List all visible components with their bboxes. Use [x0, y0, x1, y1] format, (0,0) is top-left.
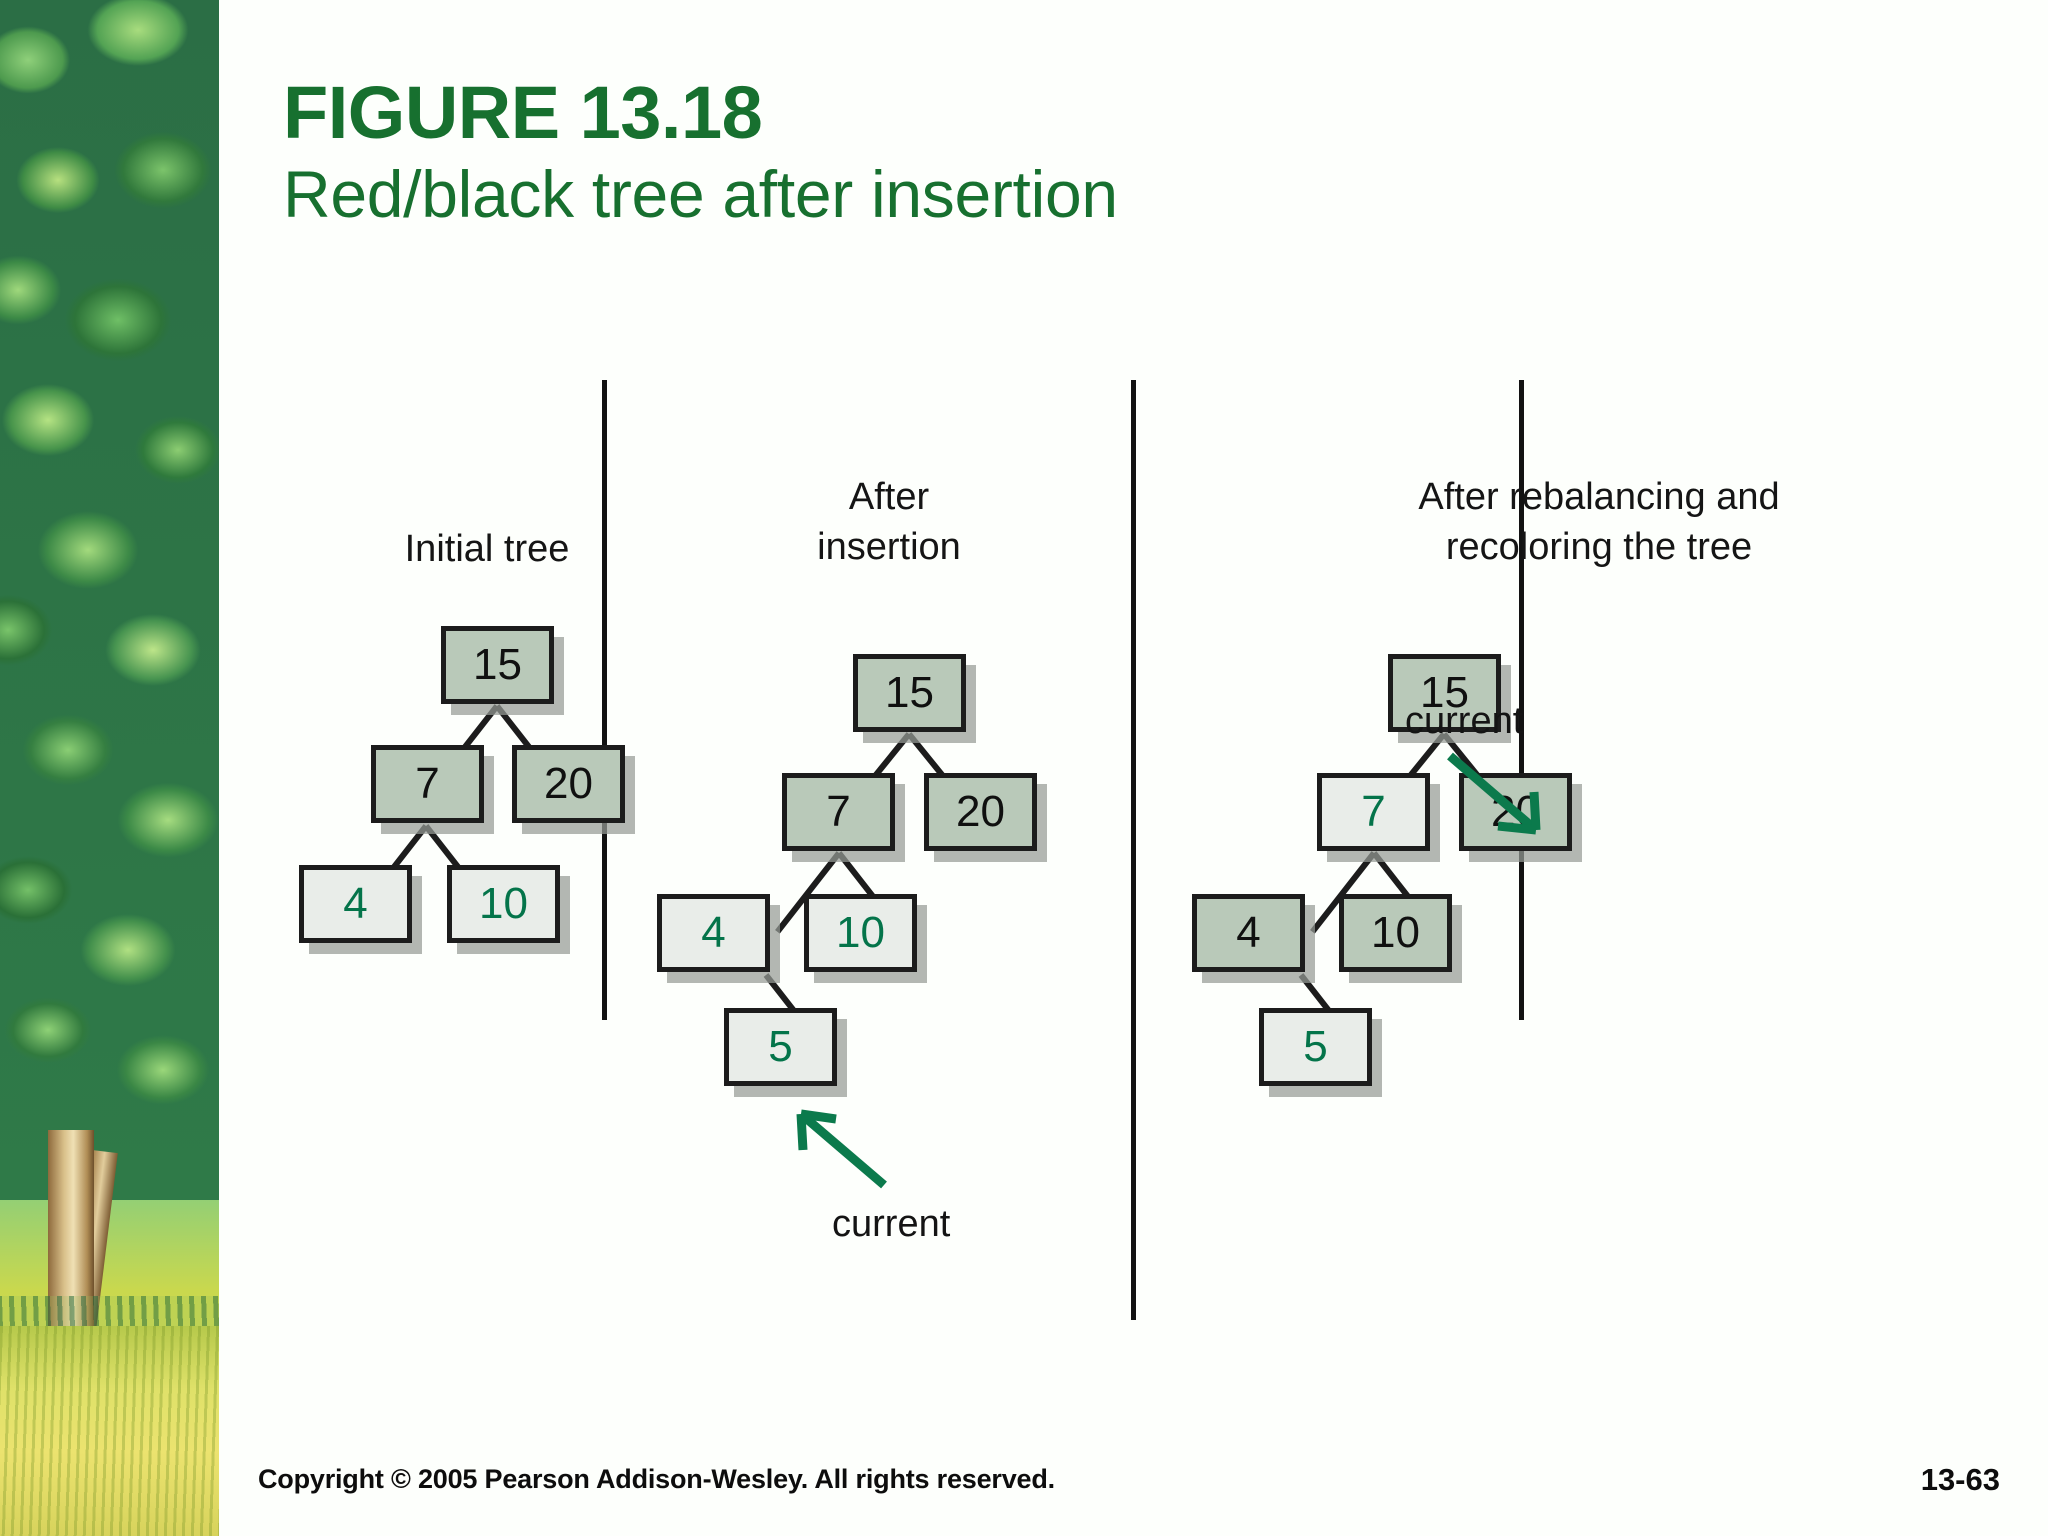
node-value: 10 — [479, 879, 528, 928]
node-value: 20 — [544, 759, 593, 808]
node-value: 15 — [885, 668, 934, 717]
current-label-tree2: current — [832, 1203, 951, 1245]
tree-node: 15 — [1388, 654, 1501, 732]
tree-node: 7 — [1317, 773, 1430, 851]
tree-node: 15 — [441, 626, 554, 704]
grass-field — [0, 1326, 219, 1536]
page-number: 13-63 — [1920, 1462, 2000, 1497]
tree-node: 5 — [1259, 1008, 1372, 1086]
node-value: 5 — [1303, 1022, 1328, 1071]
figure-subtitle: Red/black tree after insertion — [283, 157, 1118, 231]
panel-divider-3 — [1519, 380, 1524, 1020]
panel-title-rebalancing: After rebalancing and recoloring the tre… — [1418, 476, 1780, 569]
node-value: 5 — [768, 1022, 793, 1071]
tree-node: 20 — [924, 773, 1037, 851]
node-value: 15 — [1420, 668, 1469, 717]
node-value: 4 — [1236, 908, 1261, 957]
tree-node: 4 — [299, 865, 412, 943]
node-value: 4 — [343, 879, 368, 928]
tree-node: 10 — [447, 865, 560, 943]
tree-node: 20 — [512, 745, 625, 823]
node-value: 7 — [415, 759, 440, 808]
tree-node: 7 — [371, 745, 484, 823]
panel-divider-2 — [1131, 380, 1136, 1320]
tree-node: 5 — [724, 1008, 837, 1086]
node-value: 15 — [473, 640, 522, 689]
node-value: 10 — [1371, 908, 1420, 957]
tree-canopy — [0, 0, 219, 1200]
figure-canvas: Initial tree After insertion After rebal… — [219, 380, 2048, 1400]
node-value: 7 — [1361, 787, 1386, 836]
slide-heading: FIGURE 13.18 Red/black tree after insert… — [283, 76, 1783, 234]
copyright-text: Copyright © 2005 Pearson Addison-Wesley.… — [258, 1464, 1055, 1494]
panel-divider-1 — [602, 380, 607, 1020]
current-arrow-tree2 — [796, 1109, 887, 1189]
node-value: 10 — [836, 908, 885, 957]
node-value: 20 — [956, 787, 1005, 836]
sidebar-tree-photo — [0, 0, 219, 1536]
tree-node: 15 — [853, 654, 966, 732]
tree-node: 10 — [1339, 894, 1452, 972]
node-value: 7 — [826, 787, 851, 836]
tree-node: 7 — [782, 773, 895, 851]
panel-title-initial: Initial tree — [404, 528, 570, 570]
current-label-tree3: current — [1405, 700, 1524, 742]
tree-node: 10 — [804, 894, 917, 972]
panel-title-insertion: After insertion — [817, 476, 961, 569]
tree-node: 4 — [657, 894, 770, 972]
current-arrow-tree3 — [1447, 752, 1541, 835]
figure-label: FIGURE 13.18 — [283, 71, 763, 154]
tree-node: 4 — [1192, 894, 1305, 972]
node-value: 4 — [701, 908, 726, 957]
